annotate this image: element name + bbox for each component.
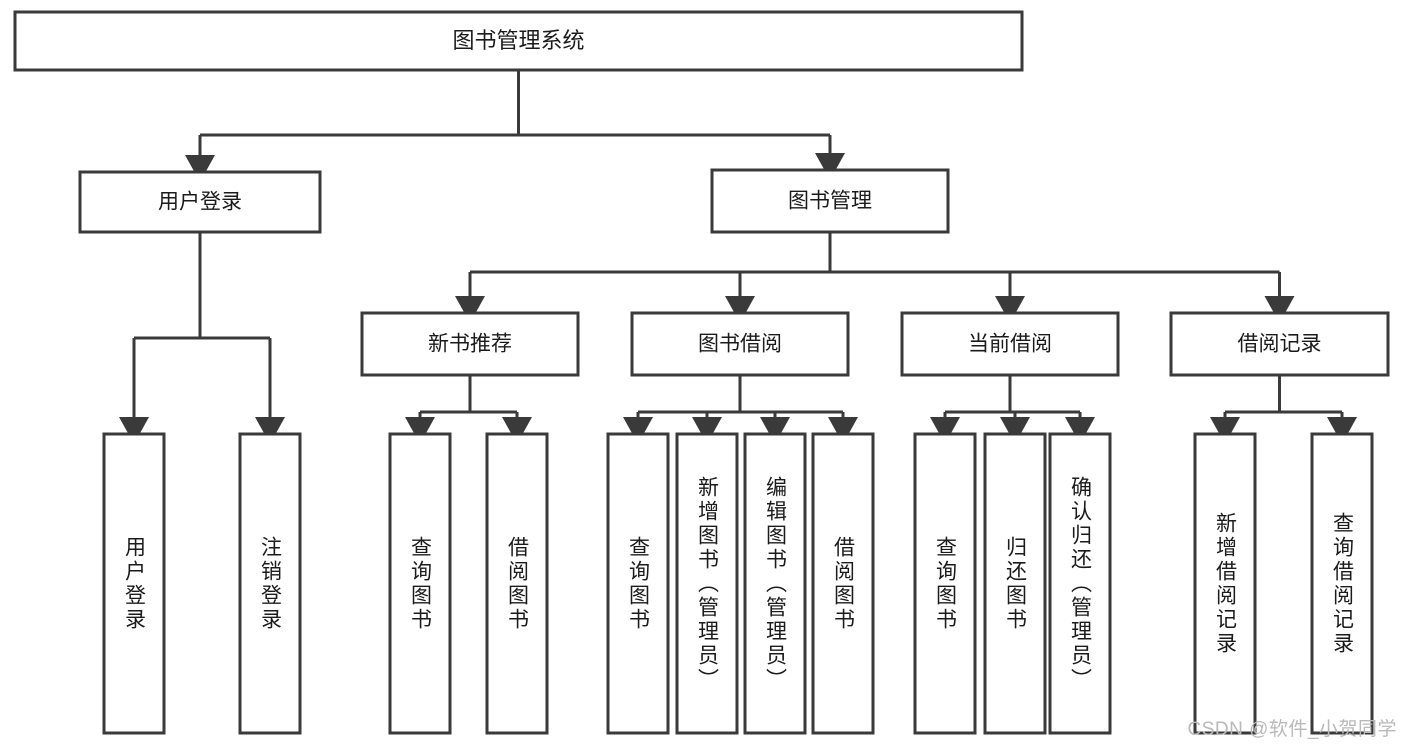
leaf-node-box-2[interactable]	[238, 432, 302, 735]
level2-node-label-2: 图书管理	[788, 190, 872, 213]
level3-node-box-3[interactable]	[900, 311, 1120, 377]
leaf-node-box-5[interactable]	[606, 432, 670, 735]
leaf-node-box-7[interactable]	[743, 432, 807, 735]
level3-node-box-2[interactable]	[630, 311, 850, 377]
level3-node-box-1[interactable]	[360, 311, 580, 377]
leaf-node-box-12[interactable]	[1193, 432, 1257, 735]
level3-node-label-1: 新书推荐	[428, 333, 512, 356]
leaf-node-box-9[interactable]	[913, 432, 977, 735]
level2-node-box-2[interactable]	[710, 168, 950, 234]
root-node-label: 图书管理系统	[452, 28, 584, 53]
root-node-box[interactable]	[13, 10, 1024, 72]
watermark: CSDN @软件_小贺同学	[1187, 719, 1397, 740]
leaf-node-box-13[interactable]	[1310, 432, 1374, 735]
level2-node-label-1: 用户登录	[158, 191, 242, 214]
level3-node-label-4: 借阅记录	[1238, 333, 1322, 356]
level3-node-label-2: 图书借阅	[698, 333, 782, 356]
level2-node-box-1[interactable]	[78, 170, 322, 234]
leaf-node-box-3[interactable]	[388, 432, 452, 735]
leaf-node-box-4[interactable]	[485, 432, 549, 735]
level3-node-box-4[interactable]	[1169, 311, 1390, 377]
node-box-group	[13, 10, 1390, 735]
level3-node-label-3: 当前借阅	[968, 333, 1052, 356]
leaf-node-box-1[interactable]	[102, 432, 166, 735]
connector-group	[119, 70, 1357, 444]
leaf-node-box-11[interactable]	[1048, 432, 1112, 735]
leaf-node-box-10[interactable]	[983, 432, 1047, 735]
leaf-node-box-8[interactable]	[811, 432, 875, 735]
leaf-node-box-6[interactable]	[675, 432, 739, 735]
